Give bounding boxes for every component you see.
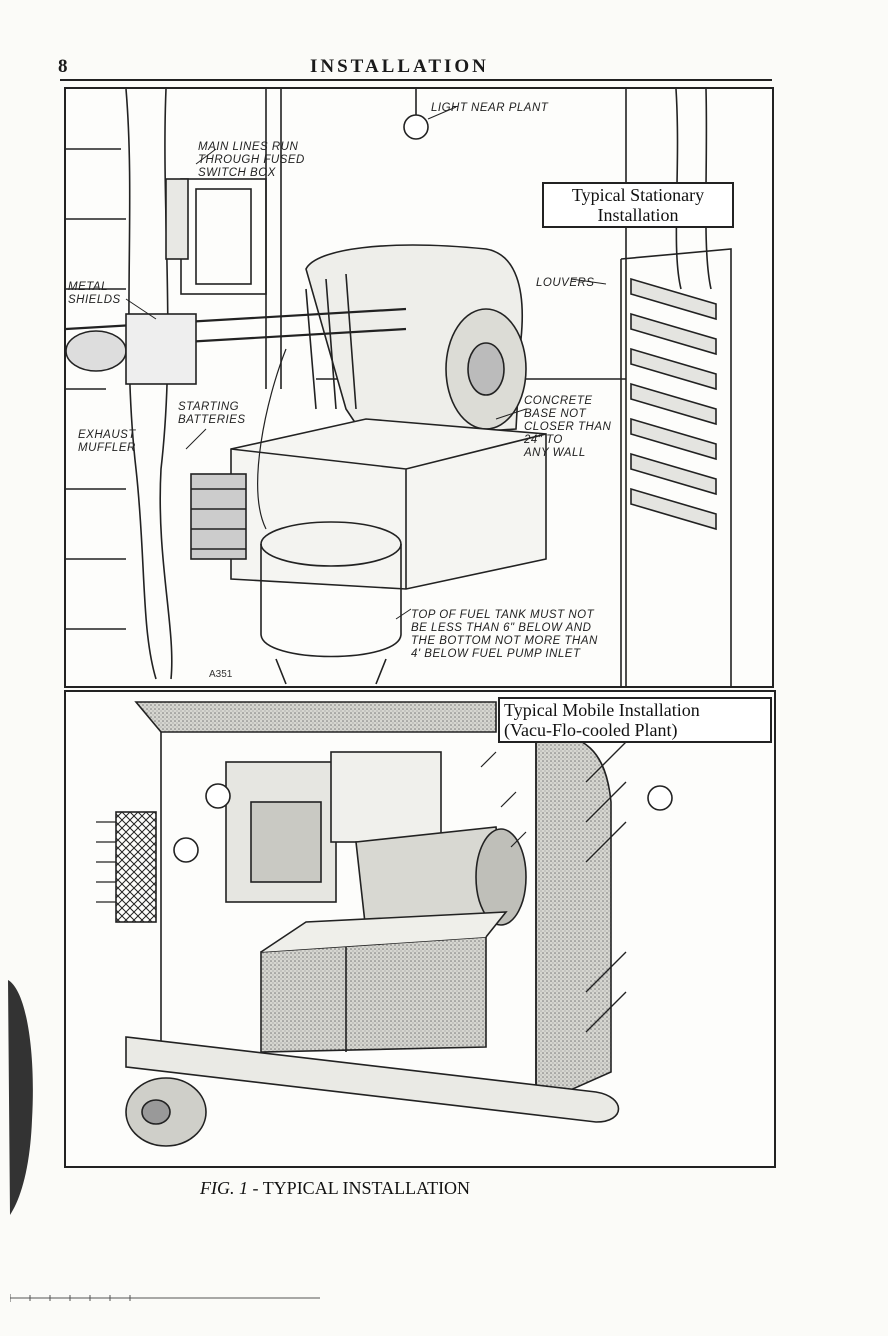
drawing-id: A351 [209,669,233,680]
callout-starting-batteries: STARTING BATTERIES [178,401,246,426]
page-header-title: INSTALLATION [310,56,489,77]
figure-number: FIG. 1 [200,1178,248,1198]
scan-footer-rule [10,1294,320,1302]
stationary-title-line-1: Typical Stationary [571,185,705,205]
callout-metal-shields: METAL SHIELDS [68,281,121,306]
mobile-title-line-2: (Vacu-Flo-cooled Plant) [504,720,678,740]
callout-louvers: LOUVERS [536,277,595,289]
caption-text: TYPICAL INSTALLATION [262,1178,471,1198]
mobile-installation-illustration: Typical Mobile Installation (Vacu-Flo-co… [64,690,776,1168]
mobile-title-line-1: Typical Mobile Installation [504,700,700,720]
stationary-title-line-2: Installation [597,205,679,225]
header-rule [60,79,772,81]
callout-main-lines: MAIN LINES RUN THROUGH FUSED SWITCH BOX [198,141,305,179]
stationary-installation-title: Typical Stationary Installation [542,182,734,228]
callout-light-near-plant: LIGHT NEAR PLANT [431,102,549,114]
page-number: 8 [58,56,68,77]
stationary-installation-drawing [66,89,732,686]
callout-exhaust-muffler: EXHAUST MUFFLER [78,429,136,454]
figure-caption: FIG. 1 - TYPICAL INSTALLATION [200,1178,470,1199]
scan-edge-artifact [8,980,33,1215]
callout-concrete-base: CONCRETE BASE NOT CLOSER THAN 24" TO ANY… [524,395,612,459]
mobile-installation-title: Typical Mobile Installation (Vacu-Flo-co… [498,697,772,743]
stationary-installation-illustration: LIGHT NEAR PLANT MAIN LINES RUN THROUGH … [64,87,774,688]
callout-fuel-tank: TOP OF FUEL TANK MUST NOT BE LESS THAN 6… [411,609,598,660]
mobile-installation-drawing [96,701,673,1147]
caption-dash: - [252,1178,259,1198]
